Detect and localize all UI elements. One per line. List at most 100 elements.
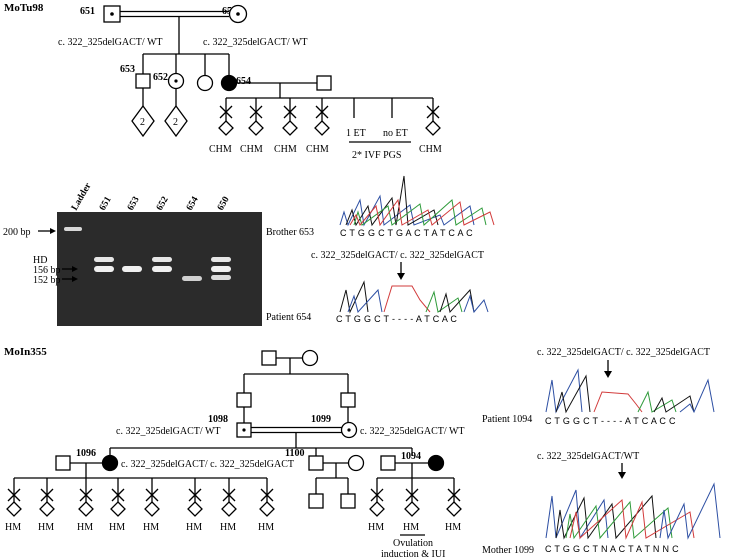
- band-653-156bp: [122, 266, 142, 272]
- pregnancy-loss-chm-5: [425, 98, 441, 136]
- individual-653-male: [135, 73, 151, 89]
- genotype-651: c. 322_325delGACT/ WT: [58, 37, 163, 48]
- band-652-hd: [152, 257, 172, 262]
- outcome-hm-8: HM: [258, 522, 274, 533]
- family-title-moin355: MoIn355: [4, 346, 47, 358]
- pregnancy-loss-chm-4: [314, 98, 330, 136]
- family-motu98-pedigree: MoTu98 651 650 c. 322_325delGACT/ WT c. …: [4, 2, 442, 161]
- outcome-hm-3: HM: [77, 522, 93, 533]
- chromatogram-patient-654: c. 322_325delGACT/ c. 322_325delGACT C T…: [266, 250, 489, 324]
- family-title-motu98: MoTu98: [4, 2, 44, 14]
- id-1096: 1096: [76, 448, 96, 459]
- band-650-hd: [211, 257, 231, 262]
- genotype-1099: c. 322_325delGACT/ WT: [360, 426, 465, 437]
- id-1099: 1099: [311, 414, 331, 425]
- outcome-hm-9: HM: [368, 522, 384, 533]
- gel-electrophoresis: Ladder 651 653 652 654 650 200 bp HD 156…: [3, 181, 262, 326]
- ovulation-note: Ovulation induction & IUI: [381, 534, 445, 560]
- pregnancy-loss-hm-11: HM: [445, 478, 462, 533]
- band-label-156bp: 156 bp: [33, 265, 61, 276]
- diamond-count-653: 2: [140, 117, 145, 128]
- pregnancy-loss-chm-1: [218, 98, 234, 136]
- outcome-chm-4: CHM: [306, 144, 329, 155]
- label-brother-653: Brother 653: [266, 227, 314, 238]
- outcome-chm-5: CHM: [419, 144, 442, 155]
- genotype-mother-1099: c. 322_325delGACT/WT: [537, 451, 639, 462]
- pregnancy-loss-hm-3: HM: [77, 478, 94, 533]
- chromatogram-brother-653: Brother 653 C T G G C T G A C T A T C A …: [266, 175, 495, 238]
- pregnancy-loss-hm-9: HM: [368, 478, 385, 533]
- arrow-200bp: [50, 228, 56, 234]
- outcome-hm-5: HM: [143, 522, 159, 533]
- individual-1100-spouse-female: [347, 454, 365, 472]
- outcome-hm-10: HM: [403, 522, 419, 533]
- label-mother-1099: Mother 1099: [482, 545, 534, 556]
- outcome-hm-7: HM: [220, 522, 236, 533]
- pregnancy-loss-chm-2: [248, 98, 264, 136]
- pregnancy-loss-hm-6: HM: [186, 478, 203, 533]
- sequence-brother-653: C T G G C T G A C T A T C A C: [340, 228, 473, 238]
- grandfather-male: [261, 350, 277, 366]
- genotype-patient-654: c. 322_325delGACT/ c. 322_325delGACT: [311, 250, 484, 261]
- outcome-ivf-pgs: 2* IVF PGS: [352, 150, 401, 161]
- diamond-count-652: 2: [173, 117, 178, 128]
- sequence-patient-1094: C T G G C T - - - - A T C A C C: [545, 416, 676, 426]
- outcome-induction-iui: induction & IUI: [381, 549, 445, 560]
- sequence-mother-1099: C T G G C T N A C T A T N N C: [545, 544, 679, 554]
- family-moin355-pedigree: MoIn355 1098 1099 c. 322_325delGACT/ WT …: [4, 346, 465, 509]
- individual-1100-male: [308, 455, 324, 471]
- lane-label-ladder: Ladder: [70, 181, 94, 213]
- pregnancy-loss-hm-10: HM: [403, 478, 420, 533]
- outcome-hm-4: HM: [109, 522, 125, 533]
- individual-gf-son-male: [236, 392, 252, 408]
- mutation-arrow-1099: [618, 472, 626, 479]
- mutation-arrow-1094: [604, 371, 612, 378]
- individual-1100-child-1-male: [308, 493, 324, 509]
- outcome-ovulation: Ovulation: [393, 538, 433, 549]
- pregnancy-loss-hm-5: HM: [143, 478, 160, 533]
- genotype-650: c. 322_325delGACT/ WT: [203, 37, 308, 48]
- outcome-1-et: 1 ET: [346, 128, 366, 139]
- arrow-156bp: [72, 266, 78, 272]
- pregnancy-loss-hm-7: HM: [220, 478, 237, 533]
- lane-label-651: 651: [98, 195, 114, 213]
- carrier-dot-651: [110, 12, 114, 16]
- chromatogram-mother-1099: c. 322_325delGACT/WT C T G G C T N A C T…: [482, 451, 721, 556]
- individual-654-spouse-male: [316, 75, 332, 91]
- individual-gf-son2-male: [340, 392, 356, 408]
- label-patient-1094: Patient 1094: [482, 414, 532, 425]
- outcome-hm-6: HM: [186, 522, 202, 533]
- arrow-152bp: [72, 276, 78, 282]
- individual-1096-affected-female: [101, 454, 119, 472]
- lane-label-653: 653: [126, 195, 142, 213]
- id-1094: 1094: [401, 451, 421, 462]
- band-651-156bp: [94, 266, 114, 272]
- pregnancy-loss-hm-1: HM: [5, 478, 22, 533]
- genotype-1098: c. 322_325delGACT/ WT: [116, 426, 221, 437]
- band-label-200bp: 200 bp: [3, 227, 31, 238]
- carrier-dot-1098: [242, 428, 246, 432]
- individual-1094-affected-female: [427, 454, 445, 472]
- individual-1100-child-2-male: [340, 493, 356, 509]
- individual-1094-spouse-male: [380, 455, 396, 471]
- band-label-hd: HD: [33, 255, 47, 266]
- id-652: 652: [153, 72, 168, 83]
- carrier-dot-1099: [347, 428, 351, 432]
- label-patient-654: Patient 654: [266, 312, 311, 323]
- id-651: 651: [80, 6, 95, 17]
- outcome-chm-1: CHM: [209, 144, 232, 155]
- id-1098: 1098: [208, 414, 228, 425]
- outcome-chm-2: CHM: [240, 144, 263, 155]
- carrier-dot-652: [174, 79, 178, 83]
- individual-1096-spouse-male: [55, 455, 71, 471]
- pregnancy-loss-hm-4: HM: [109, 478, 126, 533]
- lane-label-652: 652: [155, 195, 171, 213]
- outcome-hm-1: HM: [5, 522, 21, 533]
- band-651-hd: [94, 257, 114, 262]
- outcome-hm-11: HM: [445, 522, 461, 533]
- genotype-patient-1094: c. 322_325delGACT/ c. 322_325delGACT: [537, 347, 710, 358]
- genotype-1096: c. 322_325delGACT/ c. 322_325delGACT: [121, 459, 294, 470]
- individual-654-affected-female: [220, 74, 238, 92]
- children-diamond-653: [131, 104, 155, 138]
